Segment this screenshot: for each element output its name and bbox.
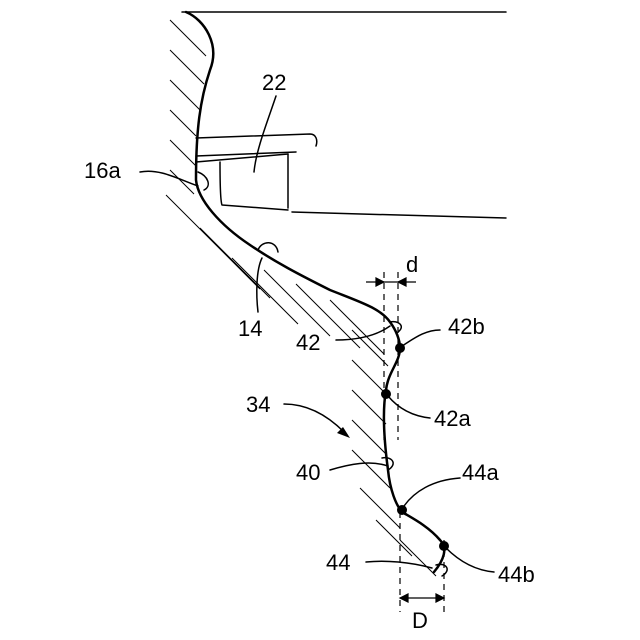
label-22: 22 — [262, 70, 286, 95]
label-42a: 42a — [434, 406, 471, 431]
labels: 22 16a 14 42 42b 42a 34 40 44a 44 44b d … — [84, 70, 535, 633]
label-40: 40 — [296, 460, 320, 485]
arrow-34-head — [337, 427, 350, 438]
label-34: 34 — [246, 392, 270, 417]
dimension-d — [366, 272, 416, 440]
point-44a — [397, 505, 407, 515]
label-44: 44 — [326, 550, 350, 575]
wall-profile — [186, 12, 444, 572]
label-44a: 44a — [462, 460, 499, 485]
label-44b: 44b — [498, 562, 535, 587]
label-d: d — [406, 252, 418, 277]
wall-hatching — [166, 20, 436, 576]
label-14: 14 — [238, 316, 262, 341]
label-D: D — [412, 608, 428, 633]
label-42b: 42b — [448, 314, 485, 339]
component-22 — [196, 134, 506, 218]
label-42: 42 — [296, 330, 320, 355]
label-16a: 16a — [84, 158, 121, 183]
